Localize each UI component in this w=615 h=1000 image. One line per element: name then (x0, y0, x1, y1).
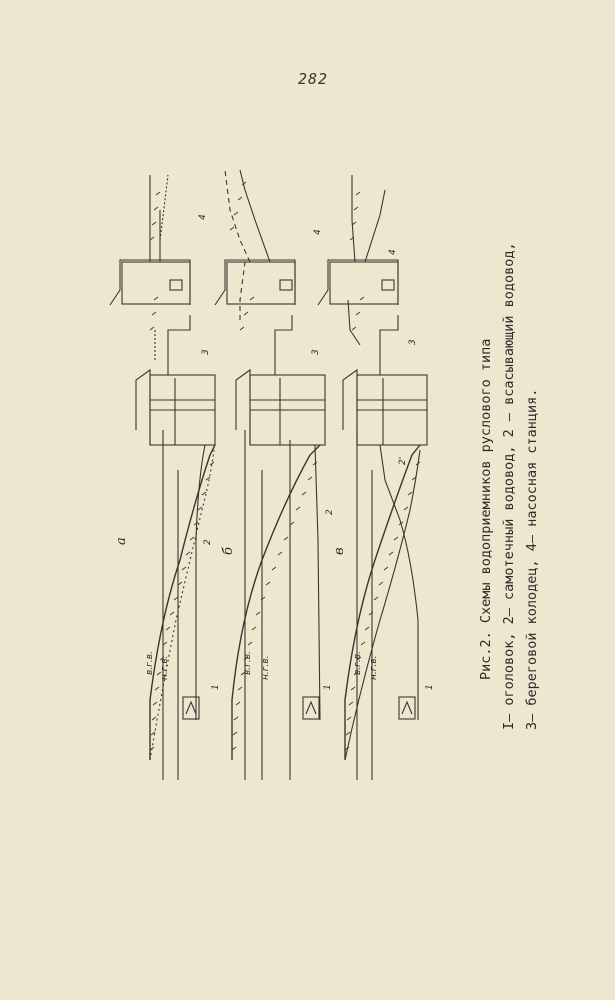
label-a-high: в.г.в. (145, 651, 155, 675)
label-c-pipe: 2' (398, 457, 408, 465)
scheme-b (214, 169, 326, 780)
label-a-pipe: 2 (203, 539, 213, 545)
panel-label-a: а (114, 537, 129, 545)
scheme-labels: в.г.в. н.г.в. 2 1 3 4 в.г.в. н.г.в. 2 1 … (114, 214, 435, 690)
label-b-low: н.г.в. (261, 656, 271, 681)
caption-title: Рис.2. Схемы водоприемников руслового ти… (478, 339, 494, 680)
label-b-well: 3 (311, 349, 321, 355)
figure-caption: Рис.2. Схемы водоприемников руслового ти… (478, 242, 540, 730)
label-c-well: 3 (408, 339, 418, 345)
label-c-station: 4 (388, 249, 398, 255)
label-a-low: н.г.в. (160, 656, 170, 681)
caption-line2: 3– береговой колодец, 4– насосная станци… (524, 389, 540, 730)
label-a-head: 1 (211, 684, 221, 690)
scheme-c (317, 175, 428, 780)
label-a-station: 4 (198, 214, 208, 220)
page-number: 282 (298, 70, 329, 88)
panel-label-c: в (332, 547, 347, 555)
label-c-low: н.г.в. (369, 656, 379, 681)
caption-line1: I– оголовок, 2– самотечный водовод, 2 – … (501, 242, 517, 730)
scheme-a (109, 174, 216, 780)
label-b-pipe: 2 (325, 509, 335, 515)
label-b-station: 4 (313, 229, 323, 235)
label-b-high: в.г.в. (243, 651, 253, 675)
label-c-high: в.г.в. (353, 651, 363, 675)
label-a-well: 3 (201, 349, 211, 355)
label-c-head: 1 (425, 684, 435, 690)
panel-label-b: б (221, 547, 236, 555)
label-b-head: 1 (323, 684, 333, 690)
soil-hatching (149, 181, 421, 751)
